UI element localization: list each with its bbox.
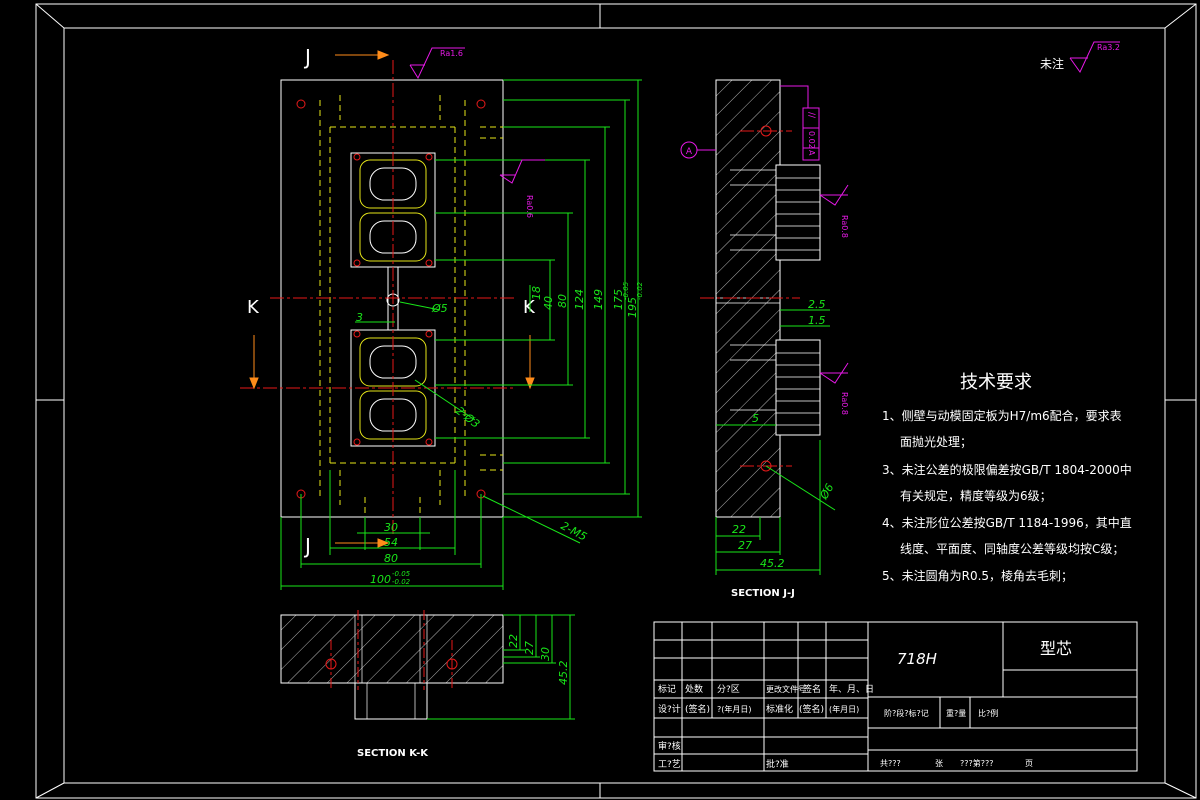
dim-149: 149 xyxy=(592,289,605,310)
tb-b-5: (年月日) xyxy=(829,704,859,714)
dim-1-5: 1.5 xyxy=(808,314,826,327)
tb-a-2: 分?区 xyxy=(717,684,740,695)
tb-weight: 重?量 xyxy=(946,708,966,718)
tb-scale: 比?例 xyxy=(978,708,998,718)
tb-sheet-total: 共??? xyxy=(880,759,901,768)
section-jj-title: SECTION J-J xyxy=(731,588,795,599)
dim-18: 18 xyxy=(530,286,543,300)
dim-100: 100 xyxy=(370,573,391,586)
tol-value: 0.02 xyxy=(807,131,816,149)
tb-stage: 阶?段?标?记 xyxy=(884,708,929,718)
dim-124: 124 xyxy=(573,289,586,310)
section-kk-view: 22 27 30 45.2 SECTION K-K xyxy=(280,610,575,759)
dim-3: 3 xyxy=(356,311,363,324)
dim-27: 27 xyxy=(738,539,752,552)
dim-kk-30: 30 xyxy=(539,647,552,661)
dim-22: 22 xyxy=(732,523,746,536)
drawing-frame xyxy=(35,3,1197,799)
tb-b-1: (签名) xyxy=(685,703,710,715)
tech-req-line-5: 4、未注形位公差按GB/T 1184-1996，其中直 xyxy=(882,515,1132,530)
dim-kk-27: 27 xyxy=(523,641,536,655)
roughness-side-front: Ra0.6 xyxy=(525,195,534,218)
title-block: 718H 型芯 标记 处数 分?区 更改文件号 签名 年、月、日 设?计 (签名… xyxy=(653,621,1138,772)
roughness-corner-label: 未注 xyxy=(1040,56,1064,71)
dim-195-tol-upper: -0.05 xyxy=(622,281,630,300)
dim-kk-45-2: 45.2 xyxy=(557,661,570,686)
dim-45-2: 45.2 xyxy=(760,557,785,570)
front-view: J J K K Ra1.6 xyxy=(240,45,644,590)
part-name: 型芯 xyxy=(1040,639,1072,658)
tol-datum: A xyxy=(807,150,816,156)
dim-195-tol-lower: -0.02 xyxy=(636,281,644,300)
roughness-top: Ra1.6 xyxy=(440,49,463,58)
section-j-top-label: J xyxy=(303,45,311,69)
tech-req-line-2: 面抛光处理； xyxy=(900,434,972,449)
tol-symbol: // xyxy=(806,112,816,119)
tb-d-0: 工?艺 xyxy=(658,759,681,770)
dim-2-dia3: 2-Ø3 xyxy=(453,404,482,431)
section-kk-title: SECTION K-K xyxy=(357,748,429,759)
section-j-bottom-label: J xyxy=(303,534,311,558)
dim-5: 5 xyxy=(752,412,759,425)
tech-req-line-3: 3、未注公差的极限偏差按GB/T 1804-2000中 xyxy=(882,462,1132,477)
tb-a-3: 更改文件号 xyxy=(766,684,806,694)
tb-sheet-no: ???第??? xyxy=(960,758,993,768)
tb-a-0: 标记 xyxy=(658,683,676,695)
dim-2-5: 2.5 xyxy=(808,298,826,311)
material: 718H xyxy=(897,650,937,668)
tech-req-line-6: 线度、平面度、同轴度公差等级均按C级； xyxy=(900,541,1124,556)
dim-80: 80 xyxy=(556,294,569,308)
dim-dia5: Ø5 xyxy=(431,302,448,315)
dim-40: 40 xyxy=(542,296,555,310)
tech-req-line-1: 1、侧壁与动模固定板为H7/m6配合，要求表 xyxy=(882,408,1122,423)
tb-b-3: 标准化 xyxy=(766,703,793,715)
roughness-side-jj-1: Ra0.8 xyxy=(840,215,849,238)
tech-req-title: 技术要求 xyxy=(960,372,1032,393)
tech-req-line-7: 5、未注圆角为R0.5，棱角去毛刺； xyxy=(882,568,1073,583)
technical-requirements: 技术要求 1、侧壁与动模固定板为H7/m6配合，要求表 面抛光处理； 3、未注公… xyxy=(882,372,1132,583)
tb-b-0: 设?计 xyxy=(658,703,681,715)
dim-100-tol-lower: -0.02 xyxy=(392,578,411,586)
dim-80-bottom: 80 xyxy=(384,552,398,565)
tb-a-1: 处数 xyxy=(685,683,703,695)
tb-c-0: 审?核 xyxy=(658,740,681,752)
tb-a-4: 签名 xyxy=(803,683,821,695)
dim-195: 195 xyxy=(626,297,639,318)
section-jj-view: A // 0.02 A Ra0.8 Ra0.8 2.5 1.5 5 Ø6 22 … xyxy=(680,79,849,599)
datum-a: A xyxy=(686,147,693,157)
tb-sheet-page: 页 xyxy=(1025,759,1033,768)
dim-30: 30 xyxy=(384,521,398,534)
tb-sheet-unit: 张 xyxy=(935,759,943,768)
dim-kk-22: 22 xyxy=(507,634,520,648)
tb-b-2: ?(年月日) xyxy=(717,704,752,714)
tb-a-5: 年、月、日 xyxy=(829,683,874,695)
tech-req-line-4: 有关规定，精度等级为6级； xyxy=(900,488,1052,503)
roughness-side-jj-2: Ra0.8 xyxy=(840,392,849,415)
dim-54: 54 xyxy=(384,536,398,549)
general-roughness: 未注 Ra3.2 xyxy=(1040,41,1120,73)
dim-175: 175 xyxy=(612,289,625,310)
roughness-corner-value: Ra3.2 xyxy=(1097,43,1120,52)
tb-d-1: 批?准 xyxy=(766,758,789,770)
dim-100-tol-upper: -0.05 xyxy=(392,570,411,578)
section-k-left-label: K xyxy=(247,297,260,318)
tb-b-4: (签名) xyxy=(799,703,824,715)
